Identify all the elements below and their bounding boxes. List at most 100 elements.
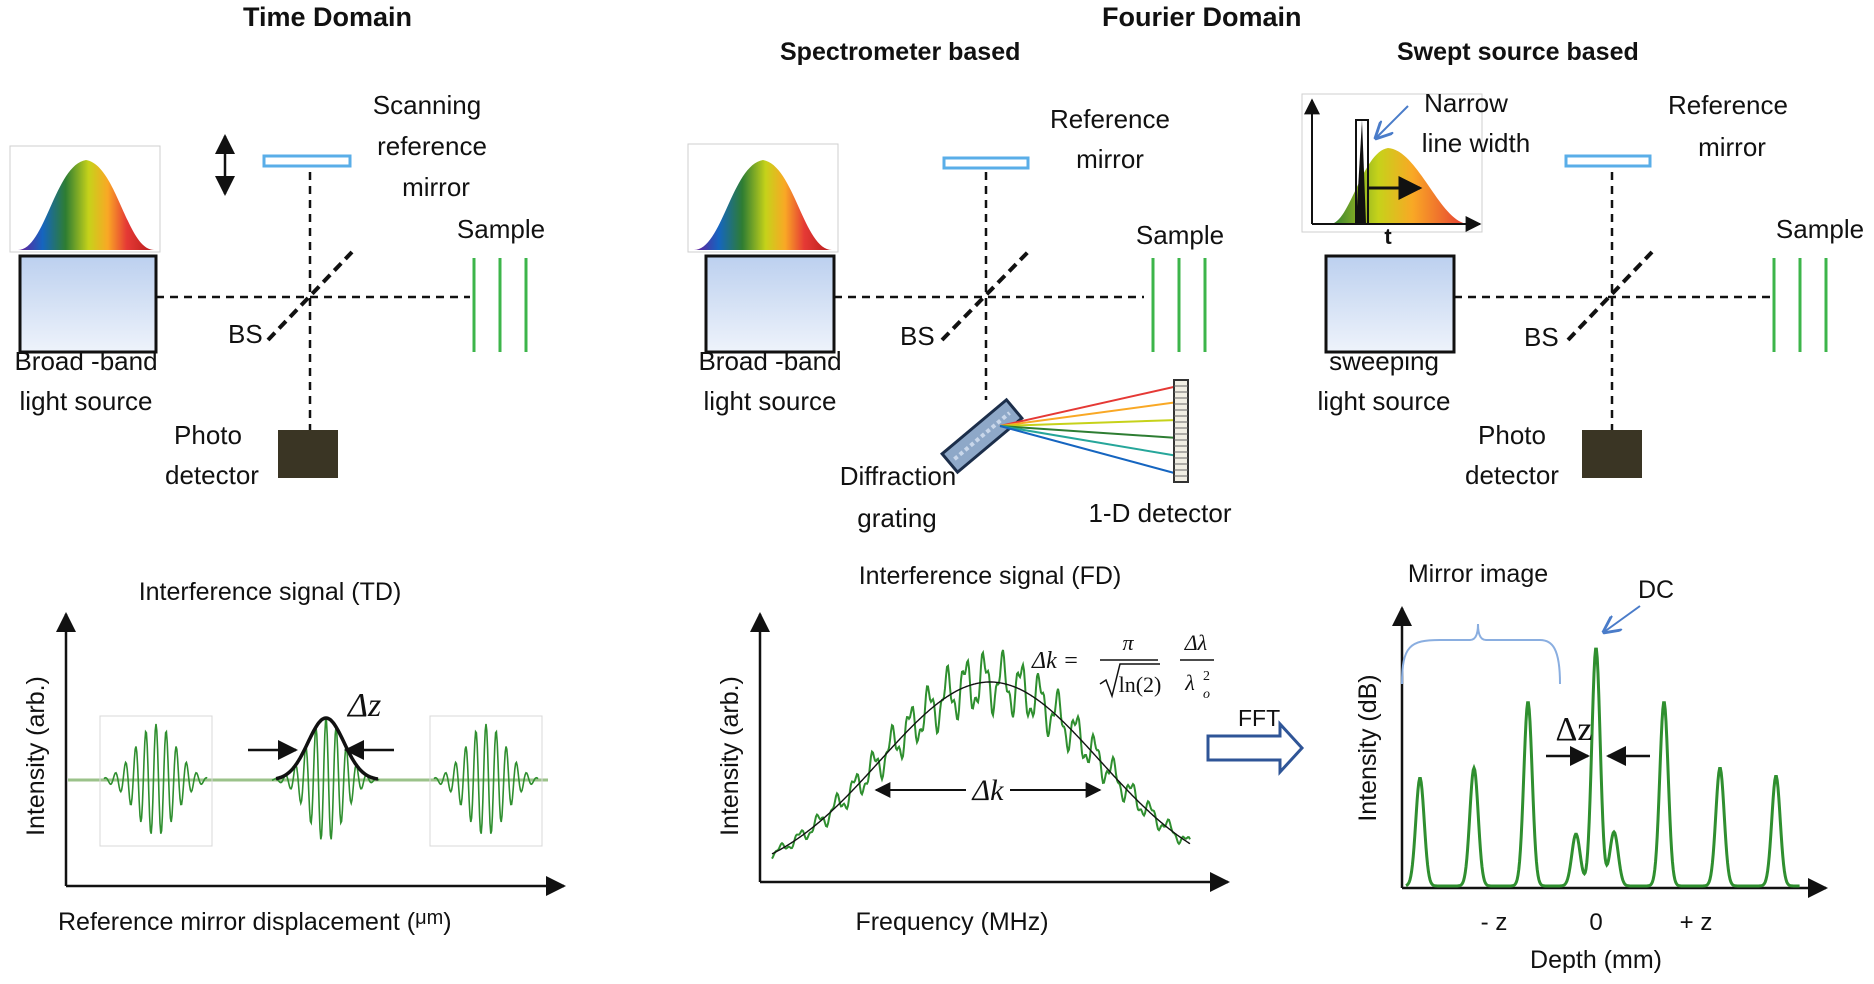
depth-tick-zero: 0: [1589, 909, 1602, 936]
ss-beam-path: [1454, 172, 1770, 430]
fd-spectrum-inset: [687, 143, 839, 253]
td-photo-detector: [278, 430, 338, 478]
ss-source-label-1: sweeping: [1329, 346, 1439, 376]
td-wave-packet-center: [271, 719, 380, 840]
fd-spectral-rays: [999, 385, 1179, 475]
fd-envelope: [771, 681, 1191, 855]
td-mirror-label-3: mirror: [402, 172, 470, 202]
ss-reference-mirror: [1564, 154, 1652, 168]
ss-detector-label-1: Photo: [1478, 420, 1546, 450]
ss-bs-label: BS: [1524, 322, 1559, 352]
fd-formula-den: λ: [1184, 670, 1195, 695]
td-sample-label: Sample: [457, 214, 545, 244]
td-plot: Interference signal (TD) Intensity (arb.…: [22, 578, 566, 936]
title-fourier-domain: Fourier Domain: [1102, 2, 1302, 32]
ss-setup: Narrow line width t Reference mirror Sam…: [1301, 88, 1864, 490]
fd-plot-title: Interference signal (FD): [859, 562, 1122, 590]
fd-diffraction-grating: [939, 397, 1025, 475]
depth-delta-z-label: Δz: [1556, 711, 1593, 748]
fft-arrow-icon: [1206, 720, 1305, 776]
fd-sample: [1151, 258, 1207, 352]
ss-light-source-box: [1324, 254, 1456, 354]
td-detector-label-2: detector: [165, 460, 259, 490]
mirror-image-label: Mirror image: [1408, 560, 1548, 588]
fft-transition: FFT: [1206, 705, 1305, 776]
depth-tick-pos-z: + z: [1680, 909, 1713, 936]
mirror-image-bracket: [1401, 623, 1561, 685]
ss-t-axis-label: t: [1384, 224, 1392, 249]
td-delta-z-label: Δz: [346, 687, 381, 724]
ss-sweep-inset: [1301, 93, 1483, 233]
td-plot-title: Interference signal (TD): [139, 578, 402, 606]
fd-beam-path: [834, 172, 1144, 400]
ss-source-label-2: light source: [1318, 386, 1451, 416]
title-spectrometer-based: Spectrometer based: [780, 38, 1020, 66]
td-packet-frame-right: [429, 715, 543, 847]
fd-formula-lhs: Δk =: [1031, 648, 1079, 674]
fd-formula-num: Δλ: [1184, 630, 1207, 655]
depth-peaks: [1405, 647, 1800, 888]
td-packet-frame-left: [99, 715, 213, 847]
td-wave-packet-left: [103, 723, 208, 834]
depth-x-axis-label: Depth (mm): [1530, 946, 1662, 974]
fd-delta-k-label: Δk: [972, 774, 1005, 807]
fd-interference-signal: [771, 649, 1191, 860]
ss-mirror-label-2: mirror: [1698, 132, 1766, 162]
fd-detector-label: 1-D detector: [1088, 498, 1231, 528]
td-wave-packet-right: [433, 723, 539, 834]
ss-narrow-label-2: line width: [1422, 128, 1530, 158]
td-mirror-label-1: Scanning: [373, 90, 481, 120]
td-sample: [472, 258, 528, 352]
dc-pointer-icon: [1604, 605, 1641, 632]
td-envelope: [275, 716, 379, 781]
ss-mirror-label-1: Reference: [1668, 90, 1788, 120]
ss-sample-label: Sample: [1776, 214, 1864, 244]
depth-tick-neg-z: - z: [1481, 909, 1508, 936]
fd-x-axis-label: Frequency (MHz): [855, 908, 1048, 936]
fd-formula: Δk = π ln(2) Δλ λ o 2: [1031, 630, 1214, 702]
td-beam-splitter: [266, 250, 354, 342]
fd-sample-label: Sample: [1136, 220, 1224, 250]
fd-grating-label-1: Diffraction: [840, 461, 957, 491]
fd-mirror-label-1: Reference: [1050, 104, 1170, 134]
td-setup: Scanning reference mirror Sample BS Broa…: [9, 90, 545, 490]
fd-1d-detector: [1173, 379, 1189, 483]
td-source-label-2: light source: [20, 386, 153, 416]
fd-source-label-1: Broad -band: [698, 346, 841, 376]
fd-plot: Interference signal (FD) Intensity (arb.…: [716, 562, 1230, 936]
ss-narrow-label-1: Narrow: [1424, 88, 1508, 118]
fd-mirror-label-2: mirror: [1076, 144, 1144, 174]
fd-reference-mirror: [942, 156, 1030, 170]
td-spectrum-inset: [9, 145, 161, 253]
fd-beam-splitter: [940, 250, 1030, 342]
td-mirror-label-2: reference: [377, 131, 487, 161]
td-y-axis-label: Intensity (arb.): [22, 676, 50, 836]
fd-formula-den-sub: o: [1203, 687, 1210, 702]
fft-label: FFT: [1238, 705, 1280, 731]
td-light-source-box: [18, 254, 158, 354]
fd-light-source-box: [704, 254, 836, 354]
td-detector-label-1: Photo: [174, 420, 242, 450]
fd-y-axis-label: Intensity (arb.): [716, 676, 744, 836]
dc-label: DC: [1638, 576, 1674, 604]
ss-photo-detector: [1582, 430, 1642, 478]
fd-bs-label: BS: [900, 321, 935, 351]
ss-detector-label-2: detector: [1465, 460, 1559, 490]
fd-grating-label-2: grating: [857, 503, 937, 533]
td-reference-mirror: [262, 154, 352, 168]
title-time-domain: Time Domain: [243, 2, 412, 32]
fd-source-label-2: light source: [704, 386, 837, 416]
td-beam-path: [156, 172, 470, 430]
td-bs-label: BS: [228, 319, 263, 349]
depth-plot: Intensity (dB) Depth (mm) - z 0 + z Mirr…: [1354, 560, 1828, 974]
td-x-axis-label: Reference mirror displacement (μm): [58, 907, 452, 936]
title-swept-source-based: Swept source based: [1397, 38, 1639, 66]
fd-formula-den-sup: 2: [1203, 669, 1210, 684]
ss-beam-splitter: [1566, 250, 1654, 342]
td-source-label-1: Broad -band: [14, 346, 157, 376]
fd-formula-pi: π: [1122, 630, 1134, 655]
fd-setup: Reference mirror Sample BS Broad -band l…: [687, 104, 1232, 533]
ss-narrow-pointer-icon: [1376, 105, 1409, 138]
